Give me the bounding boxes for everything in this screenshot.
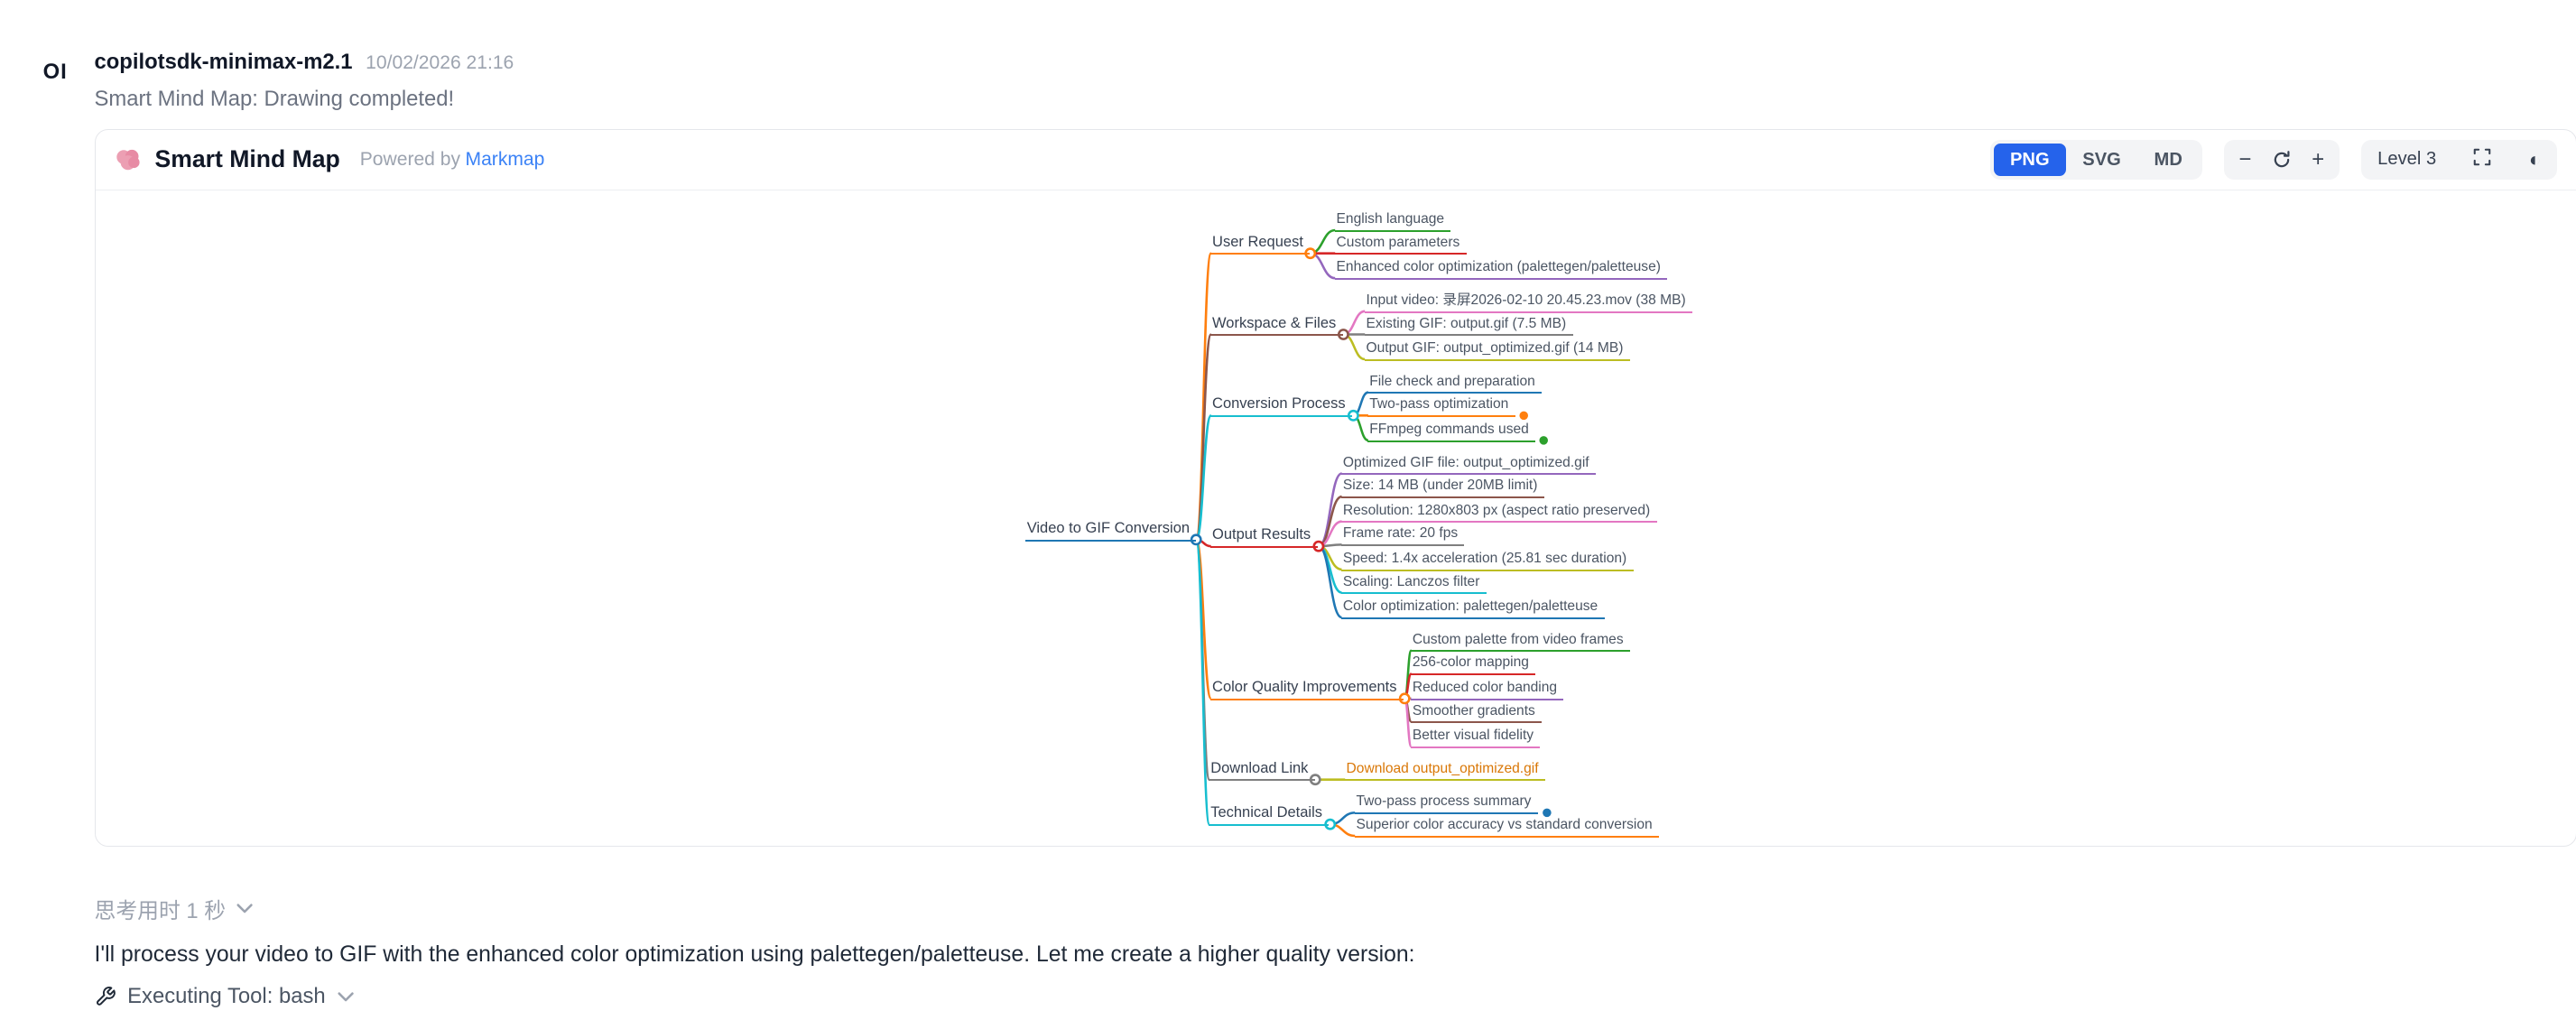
mindmap-node: Input video: 录屏2026-02-10 20.45.23.mov (…: [1364, 290, 1693, 313]
mindmap-node: Speed: 1.4x acceleration (25.81 sec dura…: [1341, 548, 1634, 571]
card-toolbar: PNG SVG MD − + Level 3: [1989, 139, 2558, 180]
mindmap-root-node: Video to GIF Conversion: [1024, 518, 1197, 542]
wrench-icon: [95, 986, 116, 1007]
executing-tool-toggle[interactable]: Executing Tool: bash: [95, 984, 356, 1009]
mindmap-node: Output Results: [1210, 524, 1318, 548]
mindmap-node: Resolution: 1280x803 px (aspect ratio pr…: [1341, 500, 1657, 524]
export-md-button[interactable]: MD: [2137, 144, 2199, 177]
mindmap-node: Color optimization: palettegen/paletteus…: [1341, 596, 1605, 619]
mindmap-node: User Request: [1210, 232, 1311, 255]
executing-tool-label: Executing Tool: bash: [127, 984, 326, 1009]
brain-icon: [114, 147, 142, 172]
reset-view-button[interactable]: [2264, 144, 2300, 177]
chevron-down-icon: [236, 902, 254, 915]
mindmap-node: Reduced color banding: [1411, 677, 1564, 700]
mindmap-node: Two-pass process summary: [1354, 791, 1538, 815]
contrast-icon: ◐: [2528, 147, 2542, 171]
assistant-avatar: OI: [42, 60, 68, 84]
export-svg-button[interactable]: SVG: [2066, 144, 2137, 177]
message-header: copilotsdk-minimax-m2.1 10/02/2026 21:16: [95, 50, 2576, 83]
chevron-down-icon: [337, 990, 355, 1004]
mindmap-node: Superior color accuracy vs standard conv…: [1354, 814, 1660, 838]
export-png-button[interactable]: PNG: [1993, 143, 2066, 177]
zoom-in-button[interactable]: +: [2300, 144, 2336, 177]
thinking-time-label: 思考用时 1 秒: [94, 899, 227, 924]
assistant-reply-text: I'll process your video to GIF with the …: [94, 941, 1415, 967]
export-format-group: PNG SVG MD: [1989, 139, 2202, 180]
mindmap-node: Enhanced color optimization (palettegen/…: [1334, 256, 1668, 280]
card-title: Smart Mind Map: [154, 145, 340, 173]
thinking-time-toggle[interactable]: 思考用时 1 秒: [95, 893, 255, 924]
mindmap-node: Workspace & Files: [1210, 313, 1343, 337]
mindmap-node: 256-color mapping: [1411, 652, 1536, 676]
mindmap-node: File check and preparation: [1367, 371, 1543, 394]
mindmap-node: Custom parameters: [1334, 232, 1467, 255]
mindmap-node: Conversion Process: [1210, 394, 1353, 418]
mindmap-node: Custom palette from video frames: [1411, 629, 1630, 653]
mindmap-download-link[interactable]: Download output_optimized.gif: [1344, 758, 1545, 782]
level-control-group: Level 3 ◐: [2360, 139, 2558, 180]
powered-by-label: Powered by: [359, 148, 461, 170]
mindmap-node: Optimized GIF file: output_optimized.gif: [1341, 452, 1596, 476]
mindmap-links-layer: [1190, 228, 1552, 838]
mindmap-node: Output GIF: output_optimized.gif (14 MB): [1364, 338, 1630, 361]
mindmap-node: Scaling: Lanczos filter: [1341, 571, 1487, 595]
mindmap-node: Better visual fidelity: [1411, 725, 1541, 748]
mindmap-status-text: Smart Mind Map: Drawing completed!: [94, 86, 455, 111]
fullscreen-button[interactable]: [2472, 147, 2492, 172]
mindmap-node: Color Quality Improvements: [1210, 677, 1404, 700]
mindmap-canvas[interactable]: Video to GIF Conversion User Request Engli…: [95, 190, 2574, 846]
mindmap-node: Two-pass optimization: [1367, 394, 1515, 418]
message-timestamp: 10/02/2026 21:16: [366, 52, 514, 73]
zoom-out-button[interactable]: −: [2227, 144, 2263, 177]
refresh-icon: [2272, 150, 2292, 170]
mindmap-node: Size: 14 MB (under 20MB limit): [1341, 475, 1544, 498]
fullscreen-icon: [2472, 147, 2492, 172]
mindmap-node: Download Link: [1209, 758, 1315, 782]
mindmap-node: Smoother gradients: [1411, 700, 1543, 724]
mindmap-node: English language: [1334, 209, 1451, 232]
markmap-link[interactable]: Markmap: [465, 148, 545, 170]
mindmap-node: Technical Details: [1209, 802, 1330, 826]
level-selector[interactable]: Level 3: [2377, 149, 2437, 170]
model-name: copilotsdk-minimax-m2.1: [94, 50, 353, 74]
mindmap-node: FFmpeg commands used: [1367, 419, 1536, 442]
theme-toggle-button[interactable]: ◐: [2529, 148, 2541, 172]
mindmap-node: Frame rate: 20 fps: [1341, 523, 1465, 547]
zoom-control-group: − +: [2223, 139, 2340, 180]
mindmap-node: Existing GIF: output.gif (7.5 MB): [1364, 313, 1573, 337]
